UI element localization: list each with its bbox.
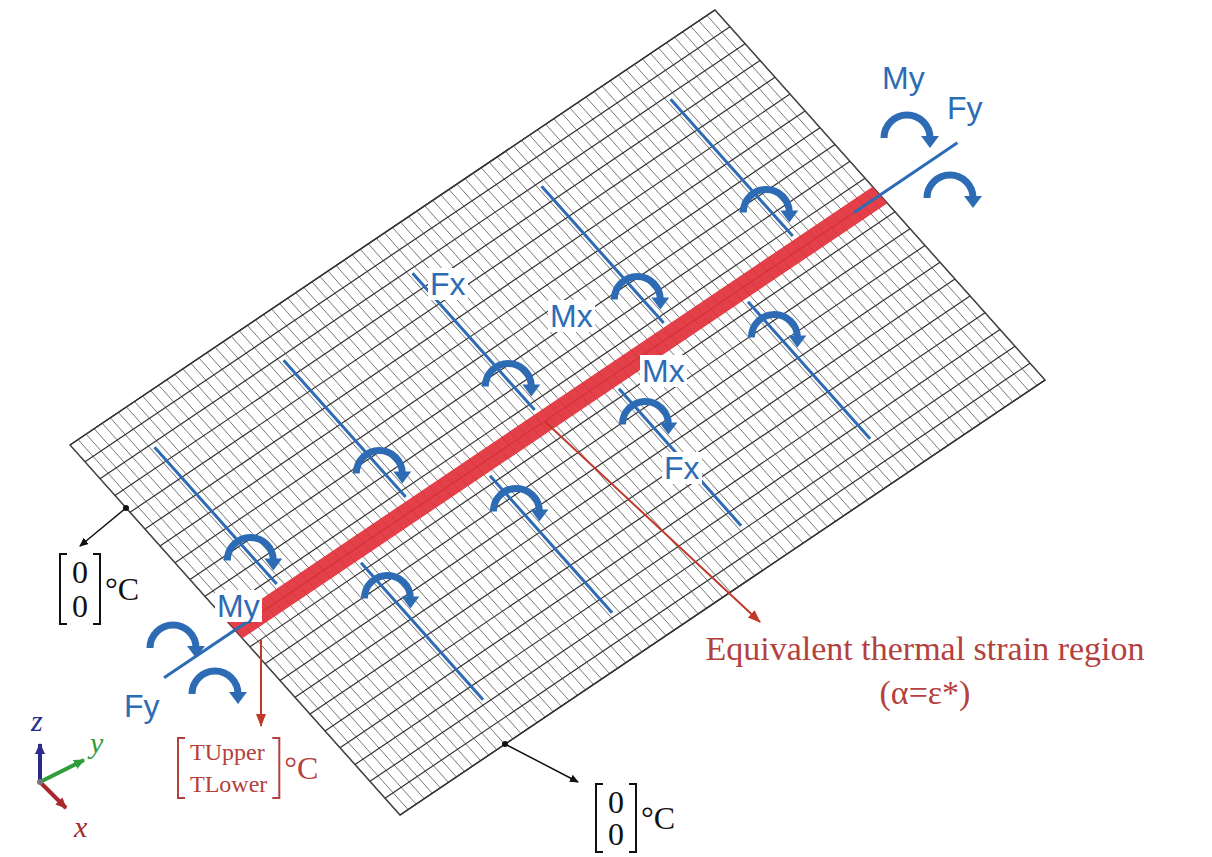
temperature-unit: °C (284, 752, 318, 784)
force-line (619, 389, 741, 526)
mesh-line (130, 77, 775, 512)
mesh-line (265, 229, 910, 664)
moment-arrowhead (393, 472, 411, 484)
moment-arc (364, 575, 410, 598)
moment-arc (493, 488, 539, 511)
force-label: Fy (945, 92, 985, 124)
moment-arc (927, 175, 973, 198)
temperature-unit: °C (105, 573, 139, 605)
mesh-line (370, 346, 1015, 781)
temperature-value: TLower (190, 772, 267, 796)
mesh-line (691, 26, 1021, 396)
mesh-line (699, 21, 1029, 391)
temperature-value: 0 (608, 786, 624, 818)
mesh-line (385, 363, 1030, 798)
moment-arc (743, 190, 789, 213)
moment-arrowhead (788, 335, 806, 347)
force-line (490, 476, 612, 613)
moment-label: My (880, 62, 927, 94)
moment-arc (622, 401, 668, 424)
moment-arc (751, 314, 797, 337)
moment-arc (884, 115, 930, 138)
matrix-bracket (596, 784, 603, 852)
mesh-line (160, 111, 805, 546)
moment-arc (227, 538, 273, 561)
axis-origin (37, 779, 43, 785)
temperature-value: TUpper (190, 740, 265, 764)
matrix-bracket (93, 554, 100, 624)
mesh-line (115, 60, 760, 495)
force-line (155, 447, 277, 584)
moment-arc (192, 671, 238, 694)
axis-label: z (31, 706, 43, 736)
temperature-unit: °C (641, 802, 675, 834)
moment-arc (485, 364, 531, 387)
moment-arrowhead (187, 646, 205, 658)
axis-arrow (40, 782, 66, 808)
moment-arrowhead (522, 385, 540, 397)
axis-arrow (38, 744, 42, 782)
force-label: Fy (122, 690, 162, 722)
mesh-line (86, 434, 416, 804)
axis-label: y (90, 728, 103, 758)
moment-arrowhead (651, 298, 669, 310)
plate-outline (70, 10, 1045, 815)
moment-arrowhead (401, 596, 419, 608)
thermal-strain-strip (228, 187, 888, 639)
moment-arc (356, 451, 402, 474)
mesh-line (340, 313, 985, 748)
mesh-line (175, 128, 820, 563)
mesh-line (220, 178, 865, 613)
leader-line (80, 508, 126, 546)
temperature-value: 0 (608, 818, 624, 850)
moment-arrowhead (659, 422, 677, 434)
moment-arrowhead (264, 559, 282, 571)
leader-line (545, 421, 760, 622)
region-label: (α=ε*) (878, 676, 973, 710)
moment-arc (150, 625, 196, 648)
mesh-line (707, 15, 1037, 385)
moment-arrowhead (229, 692, 247, 704)
region-label: Equivalent thermal strain region (703, 632, 1146, 666)
leader-line (260, 640, 262, 726)
moment-arrowhead (530, 509, 548, 521)
force-line (284, 360, 406, 497)
mesh-line (250, 212, 895, 647)
axis-label: x (74, 812, 87, 842)
temperature-value: 0 (72, 556, 88, 588)
mesh-line (85, 27, 730, 462)
moment-label: My (215, 590, 262, 622)
moment-arrowhead (780, 211, 798, 223)
mesh-line (280, 245, 925, 680)
matrix-bracket (178, 738, 185, 798)
moment-label: Mx (640, 355, 687, 387)
mesh-line (100, 44, 745, 479)
mesh-line (205, 161, 850, 596)
force-label: Fx (662, 452, 702, 484)
mesh-line (715, 10, 1045, 380)
moment-label: Mx (548, 300, 595, 332)
force-line (748, 302, 870, 439)
mesh-line (94, 429, 424, 799)
matrix-bracket (629, 784, 636, 852)
mesh-line (190, 145, 835, 580)
mesh-line (355, 330, 1000, 765)
leader-line (505, 744, 578, 782)
matrix-bracket (272, 738, 279, 798)
axis-arrow (40, 760, 84, 782)
force-line (671, 99, 793, 236)
force-line (361, 563, 483, 700)
moment-arc (614, 277, 660, 300)
mesh-line (78, 440, 408, 810)
force-label: Fx (428, 268, 468, 300)
mesh-line (70, 445, 400, 815)
moment-arrowhead (921, 136, 939, 148)
temperature-value: 0 (72, 590, 88, 622)
matrix-bracket (60, 554, 67, 624)
moment-arrowhead (964, 196, 982, 208)
